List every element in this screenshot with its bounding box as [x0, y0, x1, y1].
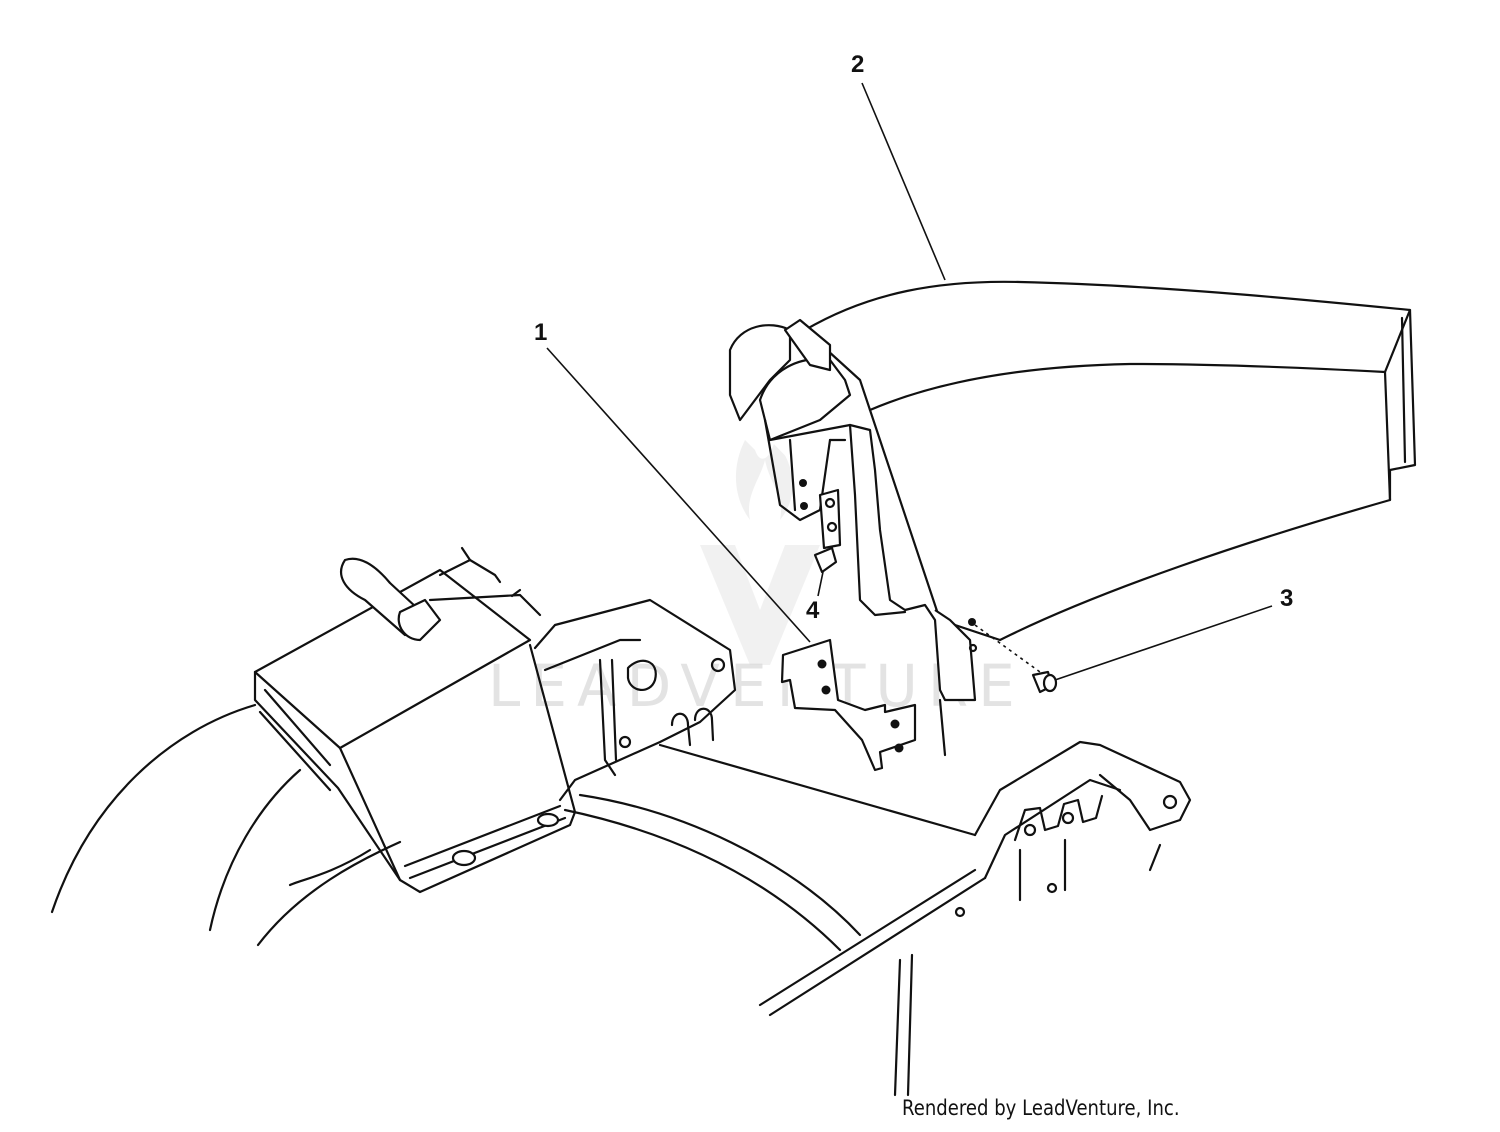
leader-lines [546, 82, 1273, 681]
discharge-chute [728, 280, 1417, 642]
leader-line-2 [861, 82, 946, 281]
callout-2: 2 [851, 51, 864, 78]
callout-3: 3 [1280, 585, 1293, 612]
watermark-logo-icon [700, 440, 820, 665]
credit-text: Rendered by LeadVenture, Inc. [902, 1096, 1180, 1120]
leader-line-4 [817, 571, 824, 597]
mounting-bracket [763, 418, 978, 772]
mower-deck [50, 703, 1192, 1097]
callout-4: 4 [806, 597, 820, 624]
leader-line-3 [1054, 605, 1273, 681]
watermark-text: LEADVENTURE [488, 652, 1025, 720]
leader-line-1 [546, 347, 811, 643]
watermark: LEADVENTURE [488, 440, 1025, 720]
bolt [974, 624, 1058, 694]
chute-housing [533, 598, 737, 802]
callouts: 1 2 3 4 [534, 51, 1293, 624]
deck-cover [253, 546, 577, 894]
callout-1: 1 [534, 319, 547, 346]
